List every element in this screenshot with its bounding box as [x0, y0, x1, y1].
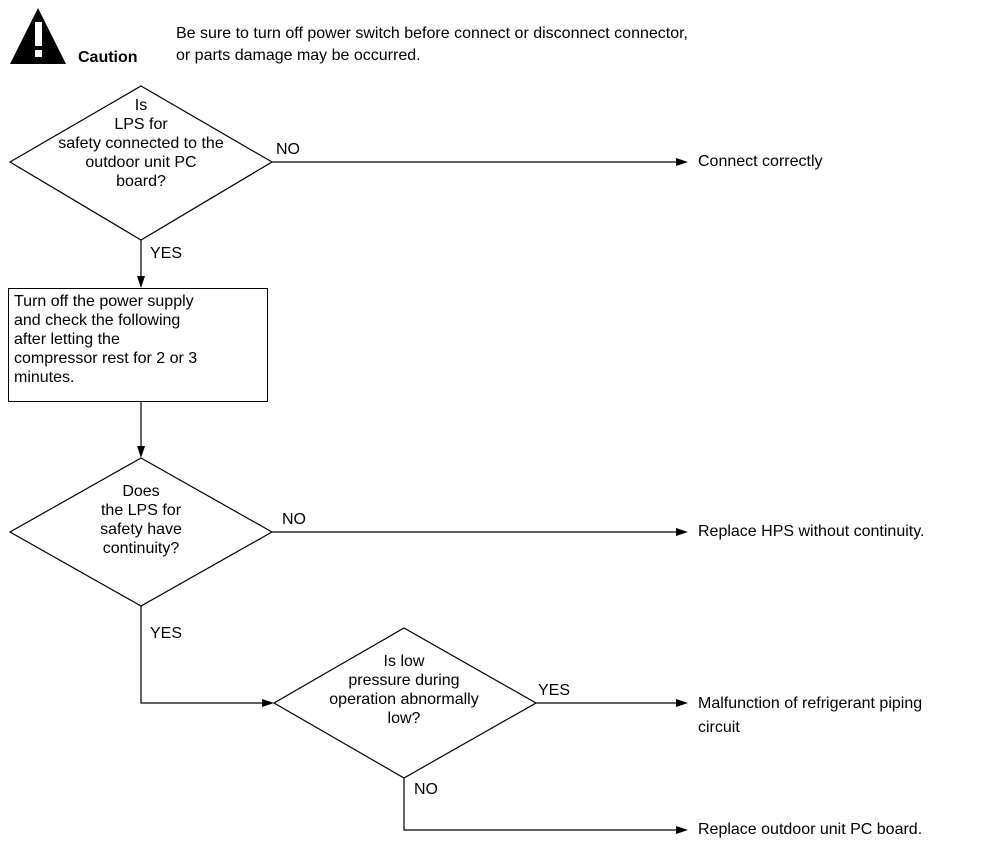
decision-3-yes-result-line-1: Malfunction of refrigerant piping	[698, 695, 923, 712]
decision-2-yes-line	[140, 606, 262, 704]
decision-3-line: operation abnormally	[329, 691, 479, 708]
step-1-line: minutes.	[14, 369, 75, 386]
caution-note-line-1: Be sure to turn off power switch before …	[176, 25, 688, 42]
decision-3-no-result: Replace outdoor unit PC board.	[698, 821, 923, 838]
decision-2-no-arrowhead	[676, 528, 688, 536]
step-1-line: compressor rest for 2 or 3	[14, 350, 198, 367]
step-1-down-arrowhead	[137, 446, 145, 458]
decision-1-no-arrowhead	[676, 158, 688, 166]
decision-3-no-line	[403, 778, 676, 831]
step-1-line: after letting the	[14, 331, 120, 348]
decision-3-yes-arrowhead	[676, 699, 688, 707]
decision-2-line: Does	[122, 483, 160, 500]
decision-1-line: board?	[116, 173, 166, 190]
step-1-text: Turn off the power supply and check the …	[14, 292, 197, 387]
decision-3-no-arrowhead	[676, 826, 688, 834]
decision-1-no-result: Connect correctly	[698, 153, 823, 170]
step-1-line: and check the following	[14, 312, 181, 329]
warning-triangle-icon	[10, 8, 66, 64]
decision-3-line: low?	[387, 710, 421, 727]
caution-label: Caution	[78, 49, 138, 66]
decision-1-yes-label: YES	[150, 245, 183, 262]
decision-1-yes-arrowhead	[137, 276, 145, 288]
decision-2-line: the LPS for	[100, 502, 182, 519]
decision-2-no-label: NO	[282, 511, 306, 528]
decision-2-line: continuity?	[102, 540, 180, 557]
decision-2-yes-label: YES	[150, 625, 183, 642]
decision-2-yes-arrowhead	[262, 699, 274, 707]
decision-1-no-label: NO	[276, 141, 300, 158]
decision-2-no-result: Replace HPS without continuity.	[698, 523, 925, 540]
step-1-line: Turn off the power supply	[14, 293, 194, 310]
decision-1-line: outdoor unit PC	[85, 154, 197, 171]
decision-3-yes-label: YES	[538, 682, 571, 699]
decision-3-no-label: NO	[414, 781, 438, 798]
decision-2-text: Does the LPS for safety have continuity?	[61, 482, 221, 558]
decision-1-text: Is LPS for safety connected to the outdo…	[41, 96, 241, 191]
decision-2-line: safety have	[100, 521, 182, 538]
decision-3-yes-result-line-2: circuit	[698, 719, 740, 736]
caution-note-line-2: or parts damage may be occurred.	[176, 47, 421, 64]
decision-1-line: safety connected to the	[58, 135, 224, 152]
step-1-box	[8, 288, 268, 402]
decision-1-line: Is	[134, 97, 148, 114]
decision-3-line: pressure during	[348, 672, 460, 689]
decision-3-text: Is low pressure during operation abnorma…	[304, 652, 504, 728]
decision-1-line: LPS for	[114, 116, 168, 133]
decision-3-line: Is low	[383, 653, 425, 670]
